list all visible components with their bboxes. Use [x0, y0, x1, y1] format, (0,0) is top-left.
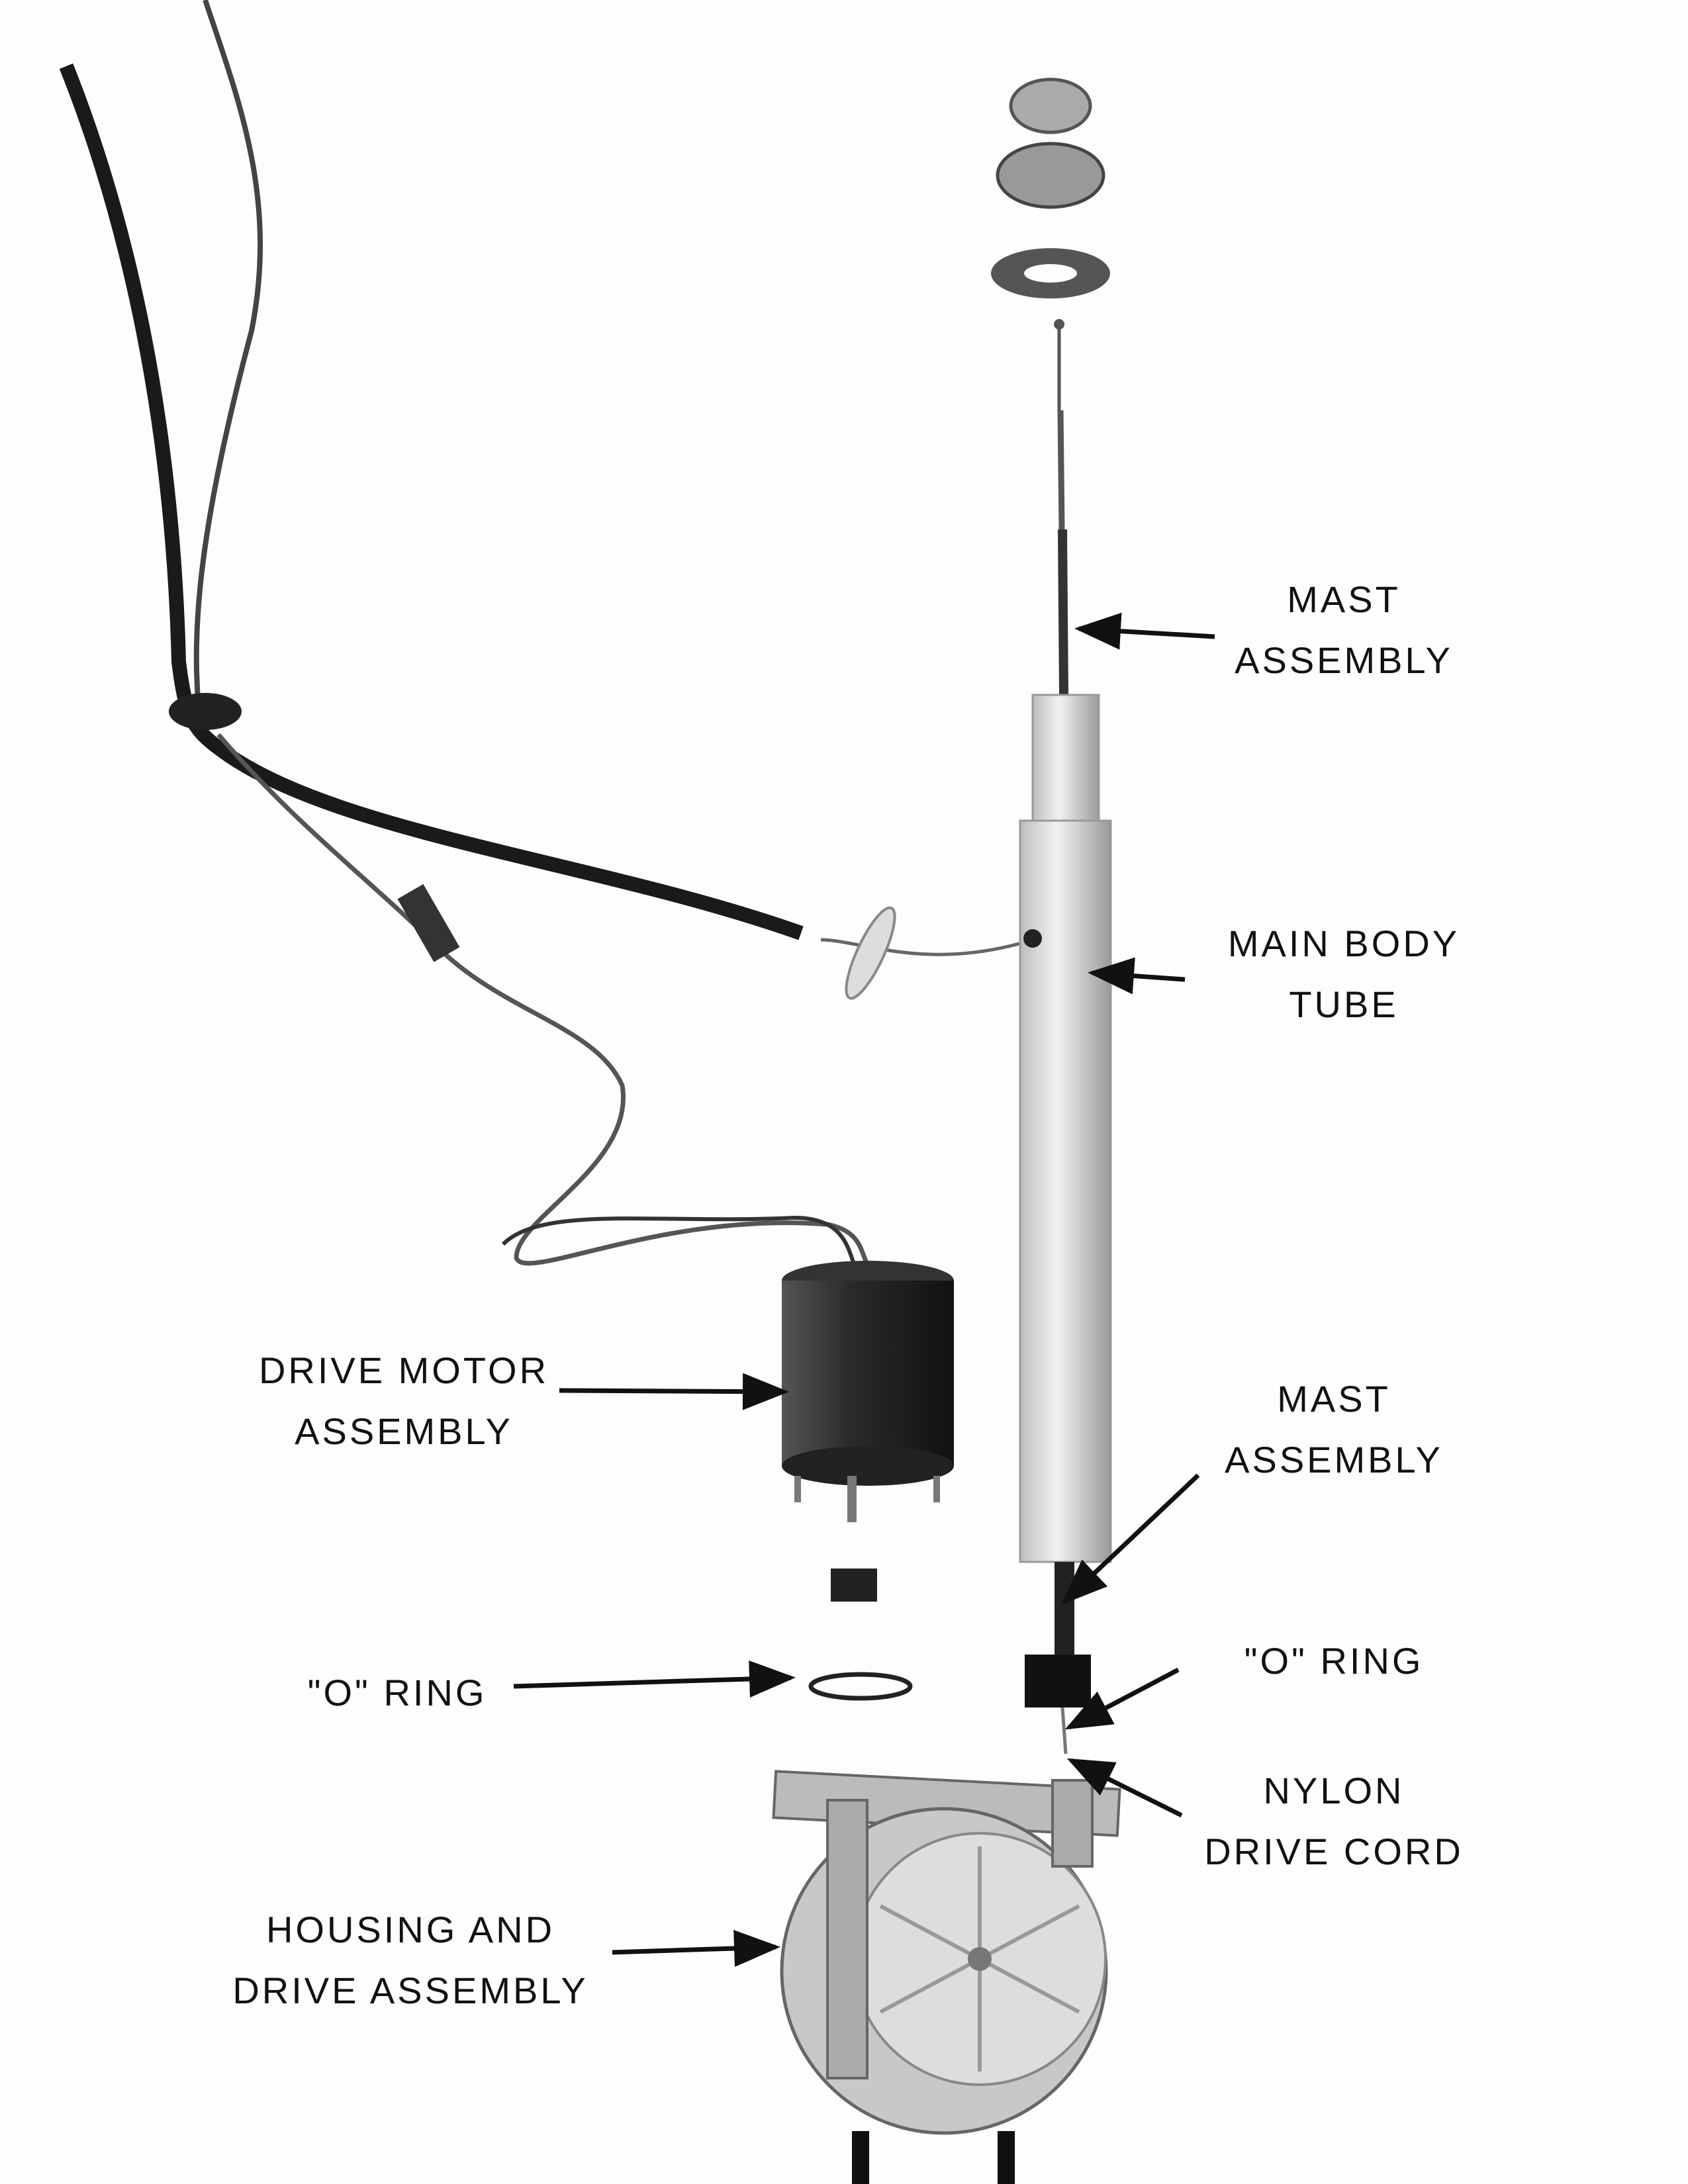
main-body-tube [1019, 694, 1112, 1563]
label-housing-and-drive-assembly: HOUSING AND DRIVE ASSEMBLY [232, 1899, 588, 2021]
arrow-nylon-drive-cord [1066, 1758, 1183, 1818]
motor-wires [216, 733, 870, 1266]
label-o-ring-left: "O" RING [308, 1662, 487, 1723]
label-line: DRIVE ASSEMBLY [232, 1970, 588, 2011]
arrow-mast-assembly-lower [1060, 1473, 1200, 1605]
label-line: DRIVE MOTOR [258, 1349, 549, 1391]
label-drive-motor-assembly: DRIVE MOTOR ASSEMBLY [259, 1340, 549, 1462]
grommet [169, 693, 242, 730]
label-line: MAST [1277, 1378, 1391, 1420]
label-line: DRIVE CORD [1204, 1831, 1464, 1872]
mast-nut-caps [991, 77, 1110, 298]
housing-and-drive [772, 1770, 1121, 2184]
antenna-lead-cable [59, 0, 804, 940]
arrow-mast-assembly-top [1074, 612, 1215, 650]
label-line: HOUSING AND [265, 1909, 555, 1950]
label-line: "O" RING [307, 1672, 487, 1713]
label-main-body-tube: MAIN BODY TUBE [1228, 913, 1460, 1035]
o-ring-part [808, 1672, 913, 1701]
label-line: ASSEMBLY [1225, 1439, 1443, 1480]
connector [397, 884, 460, 962]
label-mast-assembly-lower: MAST ASSEMBLY [1225, 1369, 1443, 1490]
label-o-ring-right: "O" RING [1244, 1631, 1424, 1692]
arrow-main-body-tube [1088, 957, 1186, 995]
label-line: NYLON [1263, 1770, 1405, 1811]
label-line: MAIN BODY [1227, 923, 1460, 964]
label-nylon-drive-cord: NYLON DRIVE CORD [1204, 1760, 1464, 1882]
arrow-drive-motor [559, 1373, 789, 1410]
label-line: ASSEMBLY [1235, 639, 1453, 681]
label-line: ASSEMBLY [295, 1410, 513, 1452]
drive-motor [782, 1261, 954, 1602]
label-mast-assembly-top: MAST ASSEMBLY [1235, 569, 1453, 691]
label-line: "O" RING [1244, 1640, 1424, 1682]
mast [1054, 319, 1068, 696]
label-line: TUBE [1289, 983, 1399, 1025]
arrow-o-ring-right [1064, 1667, 1180, 1730]
arrow-o-ring-left [513, 1660, 796, 1698]
label-line: MAST [1287, 578, 1401, 620]
mast-bushing [1025, 1655, 1091, 1707]
arrow-housing [612, 1930, 780, 1968]
